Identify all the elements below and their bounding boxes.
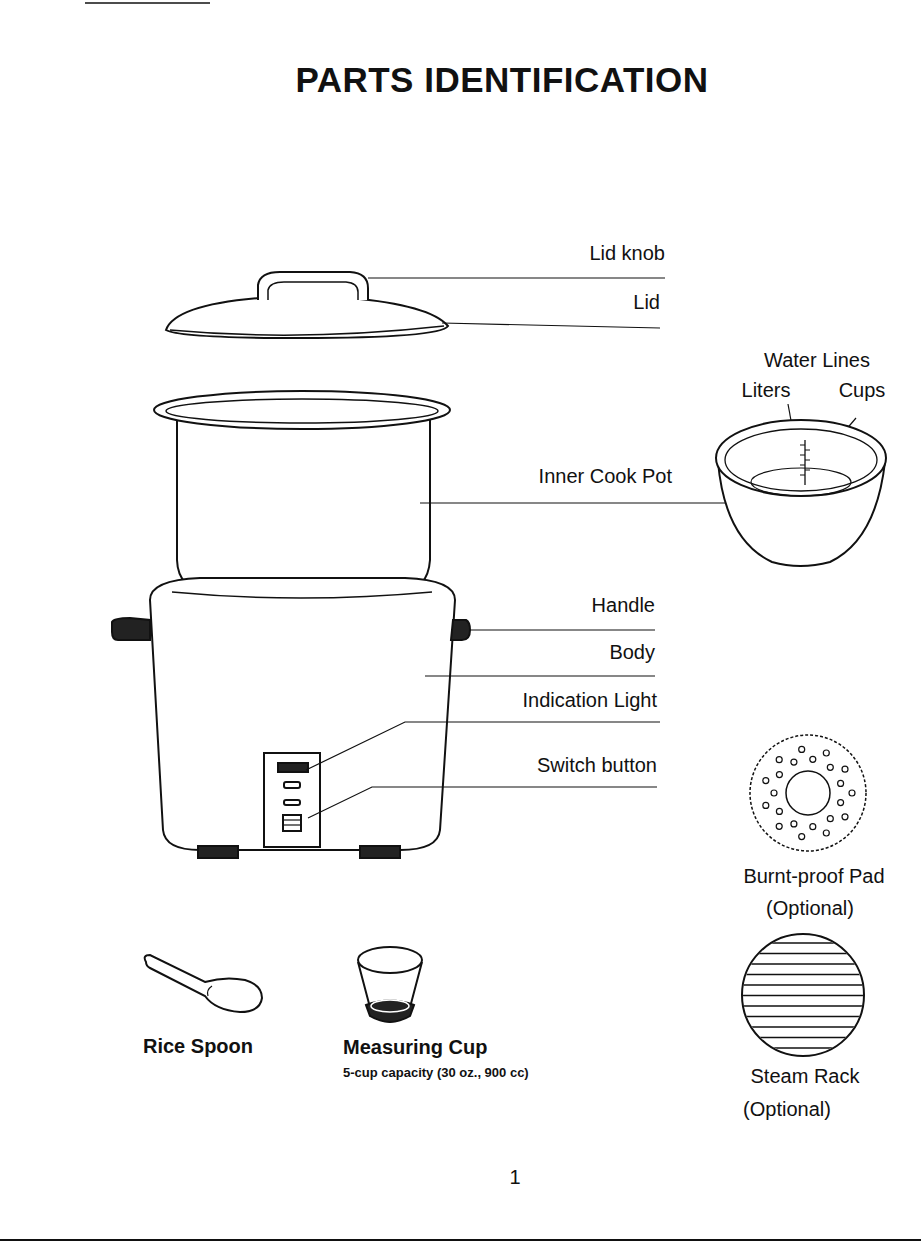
part-label: Cups [839, 379, 886, 401]
pad-hole [799, 834, 805, 840]
part-label: Liters [742, 379, 791, 401]
pad-hole [827, 816, 833, 822]
rack-slat [740, 1047, 866, 1049]
part-label: Measuring Cup [343, 1036, 487, 1058]
part-label: Lid knob [589, 242, 665, 264]
rice-spoon-drawing [145, 955, 262, 1012]
corner-mark [85, 2, 210, 4]
pad-hole [823, 750, 829, 756]
rack-slat [740, 974, 866, 976]
pad-hole [849, 790, 855, 796]
part-label: Lid [633, 291, 660, 313]
part-label: (Optional) [766, 897, 854, 919]
pad-hole [810, 824, 816, 830]
pad-hole [791, 821, 797, 827]
rack-slat [740, 1005, 866, 1007]
part-label: Rice Spoon [143, 1035, 253, 1057]
page-number: 1 [509, 1166, 520, 1188]
part-label: Steam Rack [751, 1065, 860, 1087]
part-label: Water Lines [764, 349, 870, 371]
rack-slat [740, 984, 866, 986]
rack-slat [740, 953, 866, 955]
small-pot-drawing [716, 420, 886, 566]
pad-hole [776, 823, 782, 829]
body-drawing [112, 578, 470, 858]
measuring-cup-drawing [358, 947, 422, 1022]
rack-slat [740, 963, 866, 965]
pad-hole [776, 808, 782, 814]
part-label: Body [609, 641, 655, 663]
rack-slat [740, 995, 866, 997]
rack-slat [740, 1037, 866, 1039]
steam-rack-drawing [740, 934, 866, 1056]
part-label: Handle [592, 594, 655, 616]
inner-pot-drawing [154, 391, 450, 592]
page-rule [0, 1239, 921, 1241]
pad-hole [776, 772, 782, 778]
pad-hole [842, 814, 848, 820]
pad-hole [776, 757, 782, 763]
burnt-proof-pad-drawing [750, 735, 866, 851]
pad-hole [771, 790, 777, 796]
part-label: Switch button [537, 754, 657, 776]
page-title: PARTS IDENTIFICATION [295, 61, 708, 100]
part-label: Indication Light [522, 689, 657, 711]
part-label: (Optional) [743, 1098, 831, 1120]
part-label: 5-cup capacity (30 oz., 900 cc) [343, 1066, 529, 1080]
rack-slat [740, 1016, 866, 1018]
pad-hole [823, 830, 829, 836]
rack-slat [740, 1026, 866, 1028]
pad-hole [763, 778, 769, 784]
lid-drawing [166, 272, 448, 338]
pad-hole [827, 764, 833, 770]
pad-hole [810, 756, 816, 762]
pad-hole [791, 759, 797, 765]
part-label: Inner Cook Pot [539, 465, 672, 487]
pad-hole [763, 802, 769, 808]
pad-hole [838, 780, 844, 786]
pad-hole [842, 766, 848, 772]
pad-hole [838, 800, 844, 806]
rack-slat [740, 942, 866, 944]
pad-hole [799, 746, 805, 752]
part-label: Burnt-proof Pad [743, 865, 884, 887]
